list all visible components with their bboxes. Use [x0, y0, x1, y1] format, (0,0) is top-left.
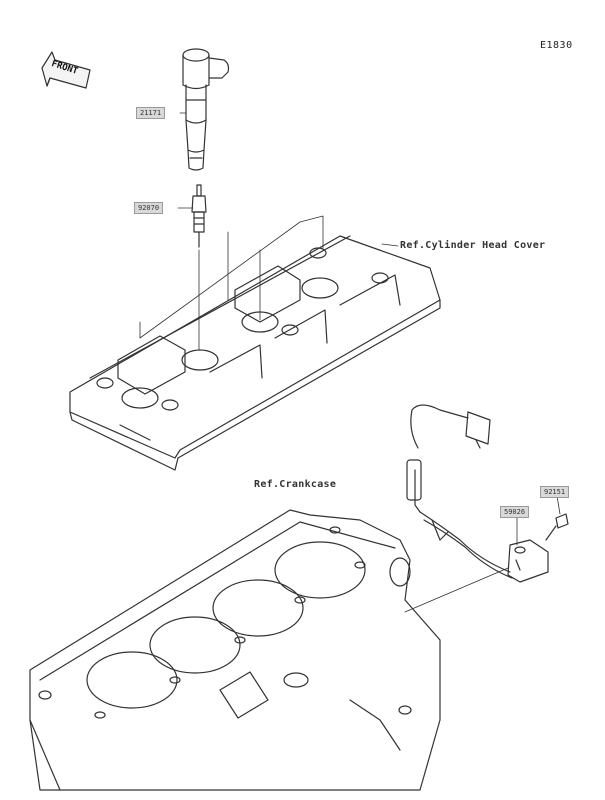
- cylinder-head-cover: [69, 235, 441, 471]
- crankcase: [29, 509, 441, 791]
- leader-lines: [139, 215, 399, 351]
- diagram-code: E1830: [540, 40, 573, 51]
- part-number-bolt[interactable]: 92151: [540, 486, 570, 498]
- part-number-spark-plug[interactable]: 92070: [134, 202, 164, 214]
- ref-crankcase: Ref.Crankcase: [254, 479, 337, 490]
- sensor-harness: [404, 404, 569, 613]
- part-number-sensor[interactable]: 59026: [500, 506, 530, 518]
- part-number-ignition-coil[interactable]: 21171: [136, 107, 166, 119]
- ignition-coil: [182, 48, 230, 171]
- spark-plug: [191, 184, 207, 248]
- front-arrow-icon: [41, 51, 91, 89]
- ref-cylinder-head-cover: Ref.Cylinder Head Cover: [400, 240, 546, 251]
